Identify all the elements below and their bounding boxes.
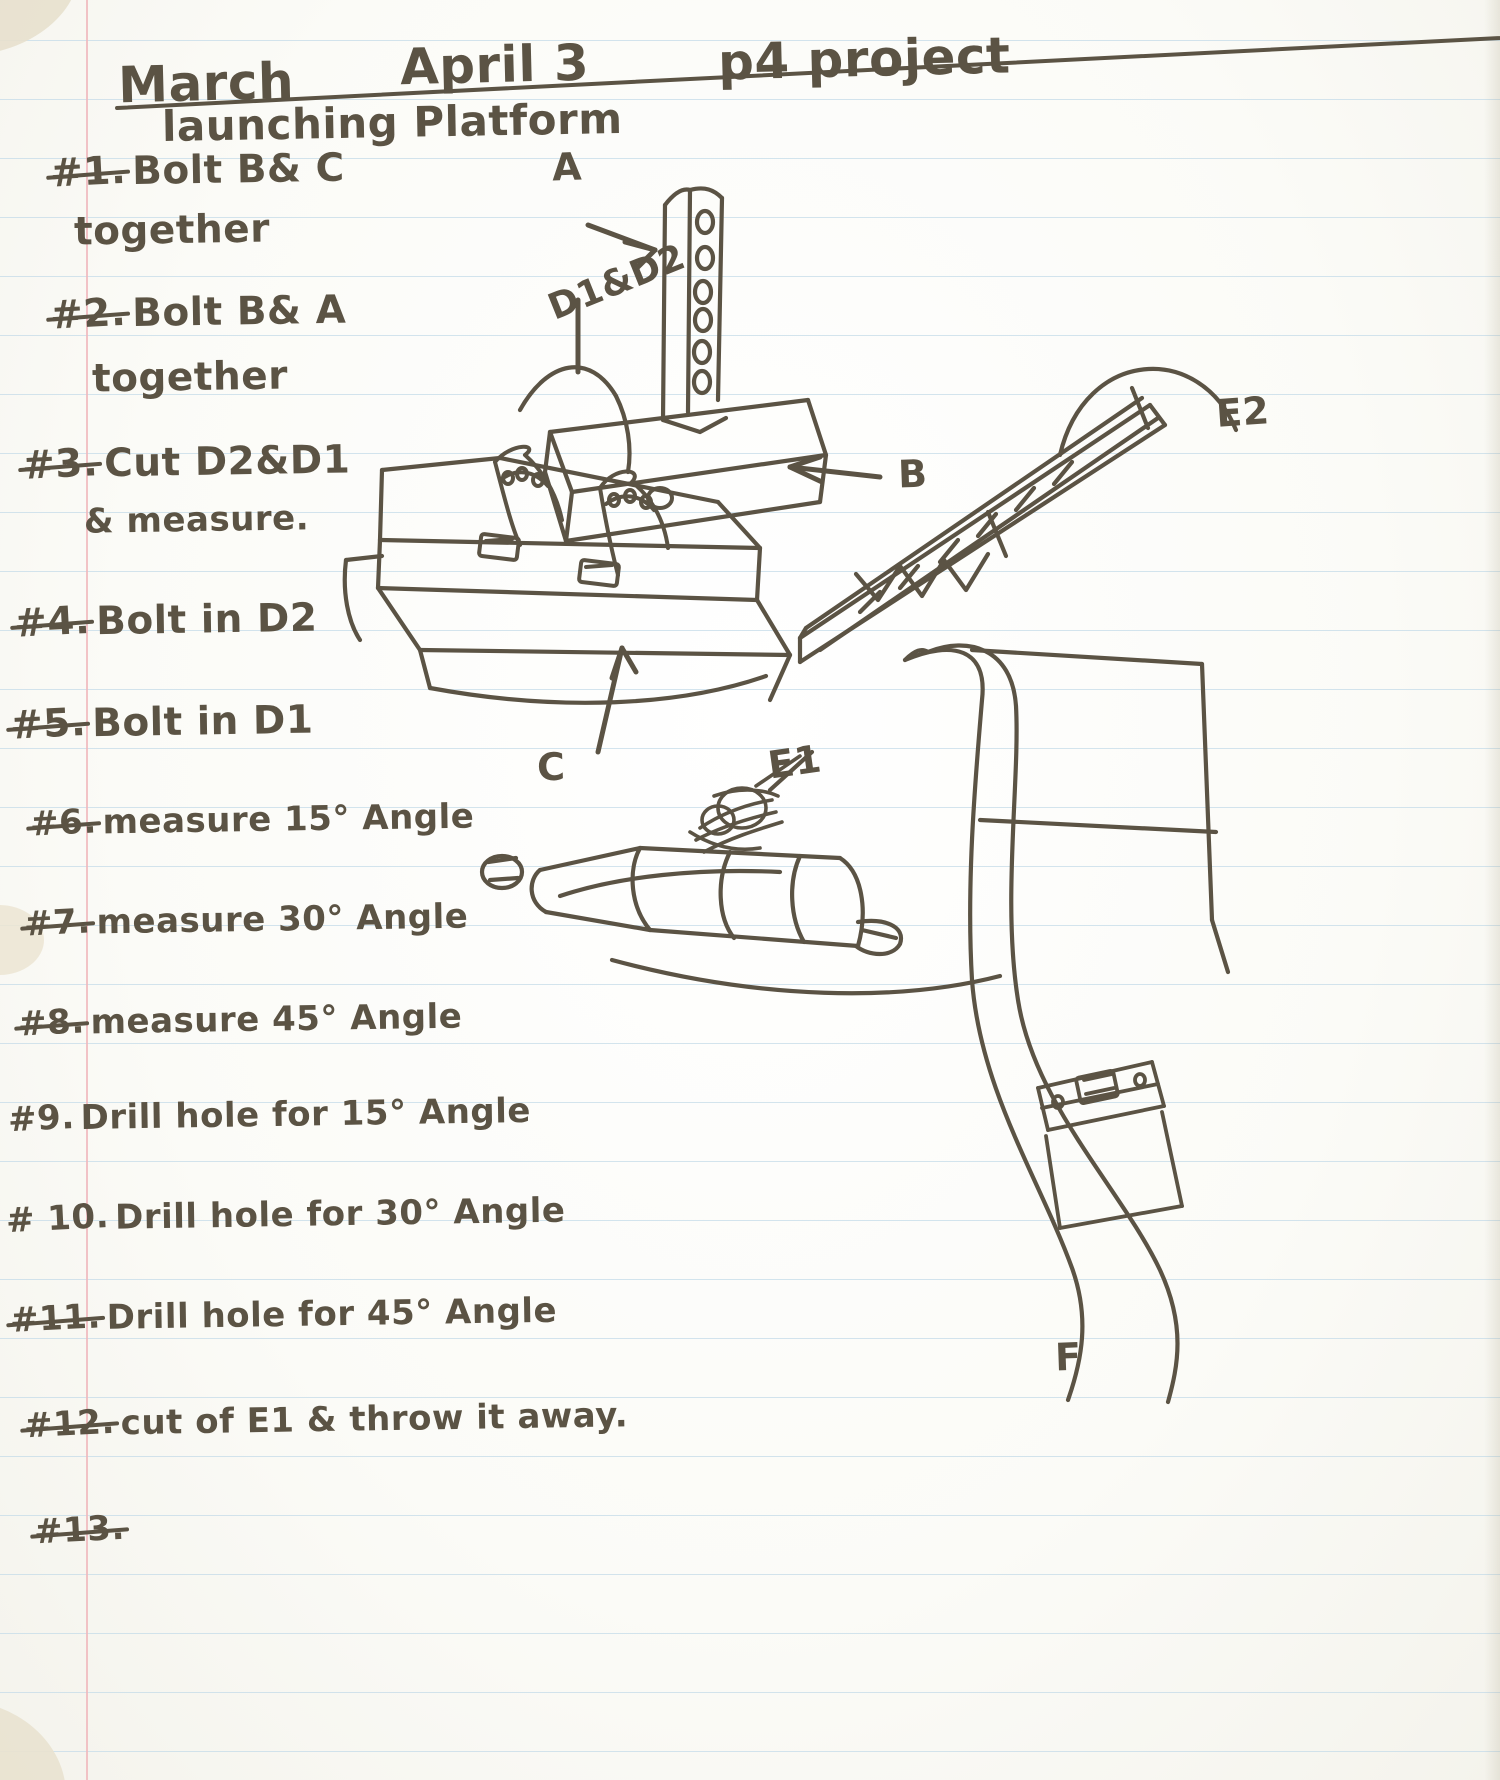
header-project-title: p4 project [717,26,1012,92]
step-9-number: #9. [7,1096,76,1141]
step-11-number: #11. [9,1296,102,1341]
step-4-number: #4. [12,597,92,647]
diagram-label-b: B [897,451,929,497]
diagram-label-a: A [551,144,583,190]
step-5-text: Bolt in D1 [91,697,314,747]
step-2-number: #2. [48,289,128,339]
step-4: #4.Bolt in D2 [12,595,318,647]
header-date: April 3 [399,33,590,97]
step-13-number: #13. [33,1507,126,1553]
step-3-continuation: & measure. [83,498,310,542]
step-10-number: # 10. [5,1196,111,1242]
paper-edge-shadow-right [1484,0,1500,1780]
step-2-continuation: together [91,353,289,402]
diagram-label-e2: E2 [1214,388,1271,436]
step-13: #13. [33,1507,131,1553]
step-2: #2.Bolt B& A [48,287,347,339]
step-6-text: measure 15° Angle [102,796,475,843]
step-1-continuation: together [73,206,271,255]
step-3-number: #3. [20,440,100,489]
step-1-text: Bolt B& C [131,145,346,195]
step-9-text: Drill hole for 15° Angle [80,1090,532,1138]
diagram-label-c: C [536,744,567,790]
step-4-text: Bolt in D2 [95,595,318,645]
step-6: #6.measure 15° Angle [29,796,475,845]
step-10-text: Drill hole for 30° Angle [114,1190,566,1238]
step-7-number: #7. [23,901,92,945]
diagram-label-e1: E1 [765,736,825,788]
step-5: #5.Bolt in D1 [8,697,314,749]
step-6-number: #6. [29,801,98,845]
step-3-text: Cut D2&D1 [103,437,351,487]
diagram-label-f: F [1054,1334,1083,1380]
step-12-text: cut of E1 & throw it away. [120,1395,629,1444]
step-8: #8.measure 45° Angle [17,996,463,1045]
step-8-text: measure 45° Angle [90,996,463,1043]
step-1: #1.Bolt B& C [48,145,346,197]
step-2-text: Bolt B& A [131,287,347,337]
step-3: #3.Cut D2&D1 [20,437,351,489]
step-9: #9.Drill hole for 15° Angle [7,1090,532,1141]
step-1-number: #1. [48,147,128,197]
step-7-text: measure 30° Angle [96,896,469,943]
margin-rule-line [86,0,88,1780]
step-12-number: #12. [23,1401,116,1447]
step-7: #7.measure 30° Angle [23,896,469,945]
header-subtitle: launching Platform [161,93,623,152]
step-5-number: #5. [8,699,88,749]
step-11-text: Drill hole for 45° Angle [106,1290,558,1338]
step-8-number: #8. [17,1001,86,1045]
